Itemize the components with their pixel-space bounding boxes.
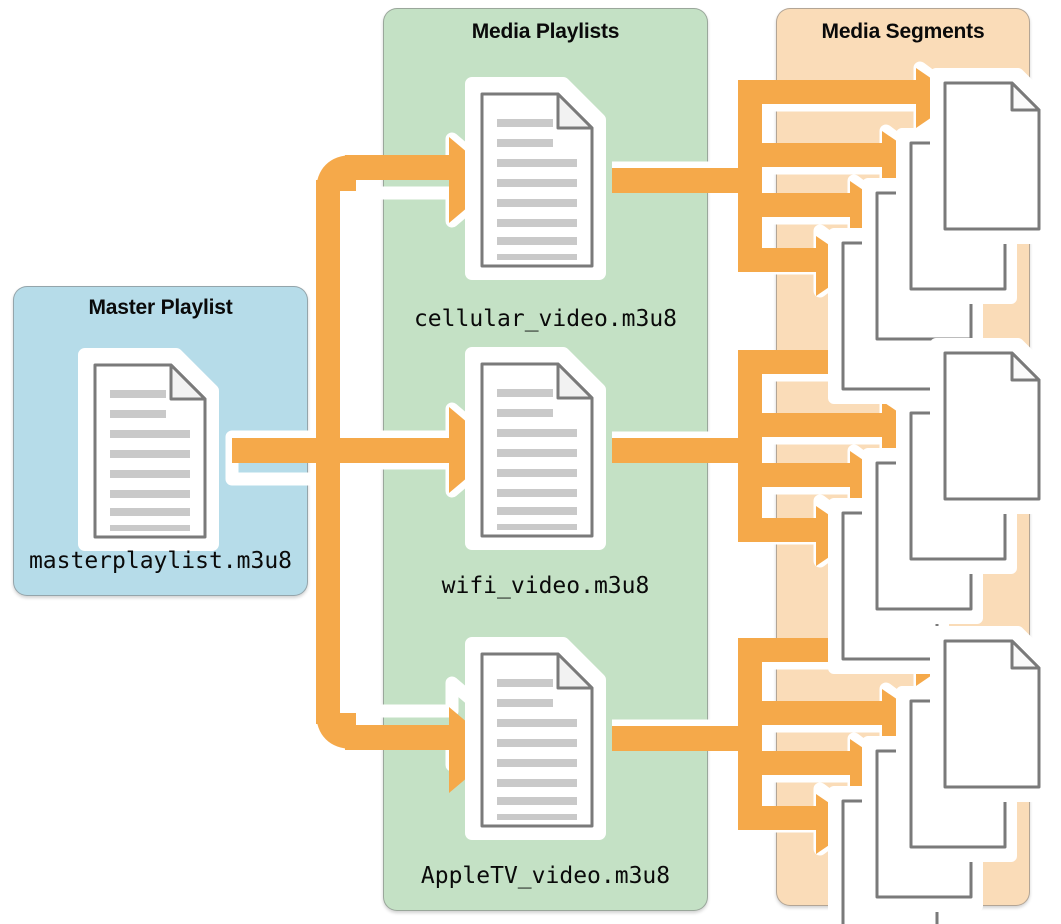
panel-media-segments [776,8,1030,906]
panel-media-playlists [383,8,708,911]
file-label-cellular-video: cellular_video.m3u8 [413,306,678,332]
file-label-wifi-video: wifi_video.m3u8 [441,573,650,599]
panel-title-media-playlists: Media Playlists [471,20,620,43]
panel-title-master-playlist: Master Playlist [88,296,233,319]
file-label-appletv-video: AppleTV_video.m3u8 [420,863,671,889]
panel-title-media-segments: Media Segments [821,20,985,43]
file-label-masterplaylist: masterplaylist.m3u8 [28,548,293,574]
